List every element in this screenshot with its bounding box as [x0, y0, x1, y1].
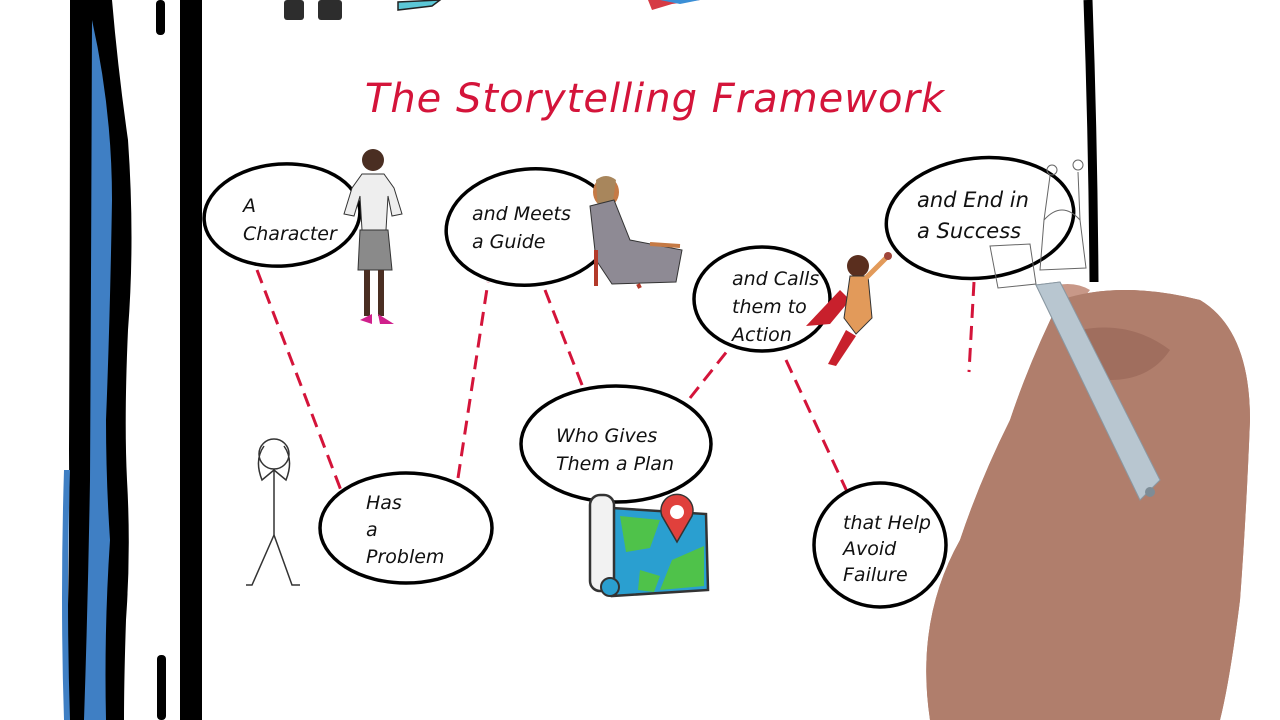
bubbles — [202, 155, 1076, 609]
hand-holding-marker-icon — [926, 281, 1250, 720]
board-frame-left — [62, 0, 202, 720]
bubble-success — [884, 155, 1076, 281]
standing-woman-icon — [343, 149, 403, 324]
bubble-problem — [318, 471, 494, 585]
bubble-text-plan: Who Gives Them a Plan — [556, 425, 674, 475]
map-icon — [588, 493, 710, 598]
stick-figure-icon — [246, 438, 300, 586]
seated-woman-icon — [589, 176, 683, 289]
bubble-action — [692, 245, 832, 353]
bubble-text-failure: that Help Avoid Failure — [843, 512, 931, 586]
bubble-text-problem: Has a Problem — [366, 492, 445, 568]
bubble-plan — [519, 384, 713, 504]
bubble-text-character: A Character — [243, 195, 337, 245]
superhero-icon — [806, 252, 892, 366]
bubble-text-success: and End in a Success — [917, 188, 1029, 243]
bubble-text-action: and Calls them to Action — [732, 268, 820, 346]
page-title: The Storytelling Framework — [364, 76, 946, 122]
board-frame-right — [1083, 0, 1099, 283]
bubble-text-guide: and Meets a Guide — [472, 203, 571, 253]
top-clipart-fragments — [284, 0, 700, 20]
bubble-character — [202, 162, 362, 268]
